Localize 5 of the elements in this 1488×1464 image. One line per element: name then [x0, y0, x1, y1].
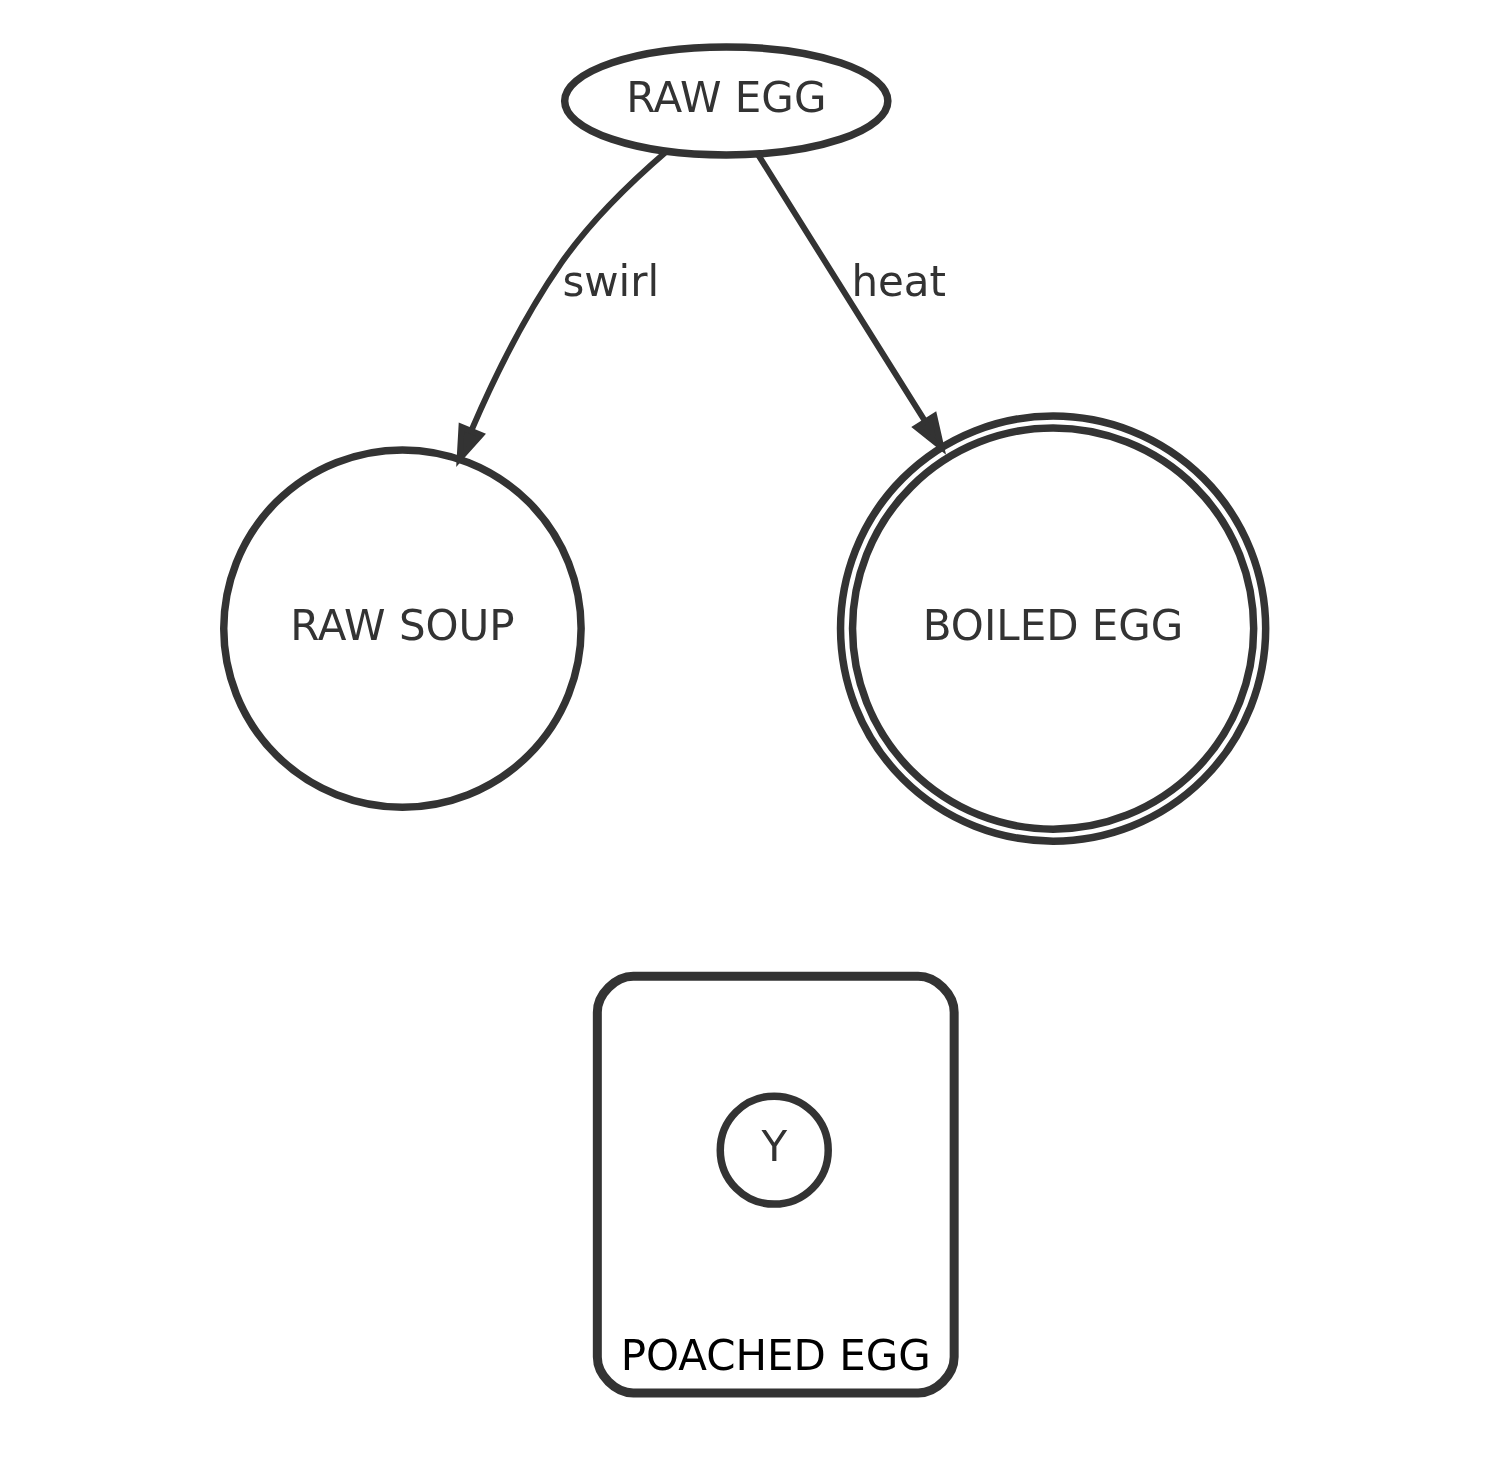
edge-label: swirl — [561, 257, 659, 307]
node-circle: Y — [716, 1092, 832, 1208]
node-circle: RAW SOUP — [219, 446, 585, 811]
node-ellipse: RAW EGG — [560, 43, 892, 159]
edge-label: heat — [850, 257, 946, 307]
